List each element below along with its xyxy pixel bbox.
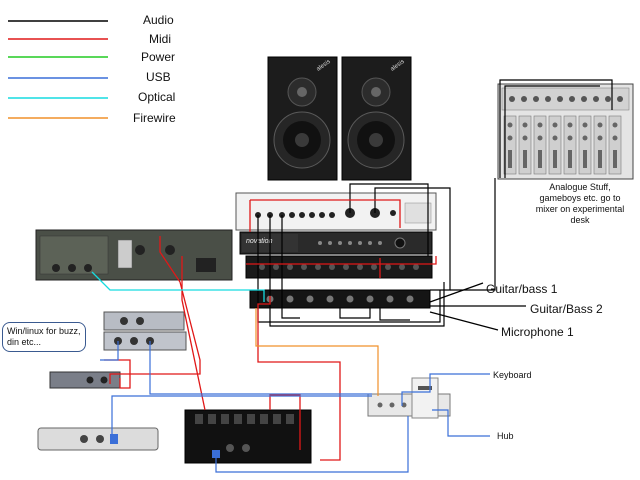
speaker-left: alesis bbox=[267, 56, 338, 181]
label-hub: Hub bbox=[497, 431, 514, 441]
analogue-note: Analogue Stuff, gameboys etc. go to mixe… bbox=[535, 182, 625, 225]
legend-label-usb: USB bbox=[146, 70, 171, 84]
patch-bay bbox=[235, 192, 437, 231]
drum-machine bbox=[184, 409, 312, 464]
left-rack-unit bbox=[35, 229, 233, 281]
usb-audio-interfaces bbox=[103, 311, 187, 351]
label-guitar-bass-2: Guitar/Bass 2 bbox=[530, 302, 603, 316]
novation-synth: novation bbox=[239, 231, 433, 255]
cables-midi bbox=[104, 199, 437, 461]
cables-usb bbox=[100, 341, 490, 473]
pc-callout: Win/linux for buzz, din etc... bbox=[2, 322, 86, 352]
midi-interface-box bbox=[49, 371, 121, 389]
legend-label-optical: Optical bbox=[138, 90, 175, 104]
analogue-mixer bbox=[497, 83, 634, 180]
legend-label-midi: Midi bbox=[149, 32, 171, 46]
label-guitar-bass-1: Guitar/bass 1 bbox=[486, 282, 558, 296]
white-controller bbox=[37, 427, 159, 451]
computer-rear bbox=[367, 377, 451, 419]
label-microphone-1: Microphone 1 bbox=[501, 325, 574, 339]
legend-label-power: Power bbox=[141, 50, 175, 64]
audio-interface-rack bbox=[249, 289, 431, 309]
speaker-right: alesis bbox=[341, 56, 412, 181]
cables-optical bbox=[91, 271, 265, 302]
label-keyboard: Keyboard bbox=[493, 370, 532, 380]
legend-label-audio: Audio bbox=[143, 13, 174, 27]
legend-label-firewire: Firewire bbox=[133, 111, 176, 125]
cables-audio bbox=[257, 79, 613, 331]
preamp-rack bbox=[245, 255, 433, 279]
cables-firewire bbox=[255, 308, 379, 396]
legend: Audio Midi Power USB Optical Firewire bbox=[8, 13, 176, 125]
novation-brand: novation bbox=[246, 238, 273, 245]
